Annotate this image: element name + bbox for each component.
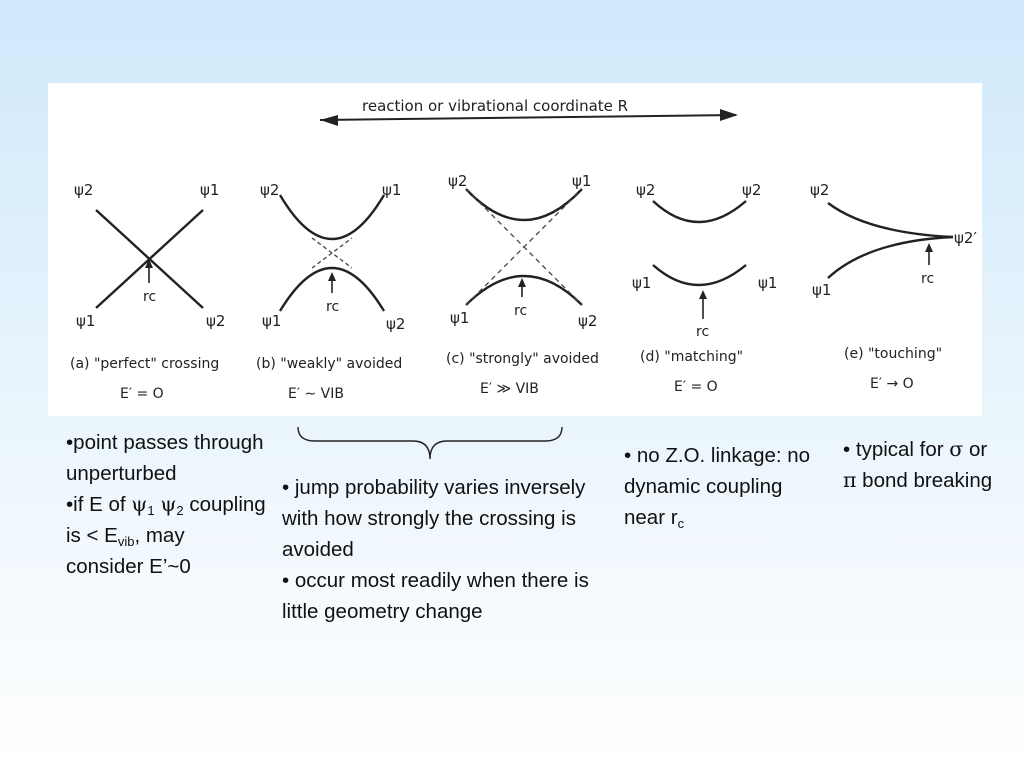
panel-b-right-top-label: ψ1 [382,181,401,199]
panel-c-left-bottom-label: ψ1 [450,309,469,327]
panel-d-marker-label: rc [696,324,709,340]
panel-c-diabatic-dash-2 [465,188,583,306]
note-d-text: • no Z.O. linkage: no dynamic coupling n… [624,444,811,531]
panel-b-upper-curve [278,194,386,241]
panel-a-left-top-label: ψ2 [74,181,93,199]
panel-a-right-top-label: ψ1 [200,181,219,199]
note-a-line-2: •if E of ψ1 ψ2 coupling is < Evib, may c… [66,492,266,578]
panel-c-caption: (c) "strongly" avoided [446,351,599,367]
note-bc-line-2: • occur most readily when there is littl… [282,569,589,623]
panel-c-energy: E′ ≫ VIB [480,381,539,397]
panel-d-lower-curve [652,264,747,287]
panel-c-right-top-label: ψ1 [572,172,591,190]
panel-d-energy: E′ = O [674,379,718,395]
panel-a-left-bottom-label: ψ1 [76,312,95,330]
panel-c-left-top-label: ψ2 [448,172,467,190]
panel-d-left-top-label: ψ2 [636,181,655,199]
panel-d: rc ψ2 ψ2 ψ1 ψ1 (d) "matching" E′ = O [632,181,777,395]
figure-panel: reaction or vibrational coordinate R rc … [48,83,982,416]
panel-c-upper-curve [465,188,583,222]
brace-icon [297,426,563,460]
note-e-text: • typical for σ or π bond breaking [843,437,993,492]
panel-b-right-bottom-label: ψ2 [386,315,405,333]
panel-e-left-top-label: ψ2 [810,181,829,199]
note-avoided-crossing: • jump probability varies inversely with… [282,472,602,627]
panel-a-marker-label: rc [143,289,156,305]
panel-b-caption: (b) "weakly" avoided [256,356,402,372]
panel-b-marker-arrowhead [328,272,336,281]
panel-c: rc ψ2 ψ1 ψ1 ψ2 (c) "strongly" avoided E′… [446,172,599,397]
panel-c-marker-arrowhead [518,278,526,287]
panel-a-right-bottom-label: ψ2 [206,312,225,330]
panel-a-energy: E′ = O [120,386,164,402]
panel-b-energy: E′ ∼ VIB [288,386,344,402]
panel-a-line-psi1-psi1 [95,209,204,309]
panel-e-marker-label: rc [921,271,934,287]
panel-c-lower-curve [465,274,583,306]
axis-right-arrowhead [720,109,738,121]
panel-b-left-top-label: ψ2 [260,181,279,199]
panel-a-marker-arrowhead [145,259,153,268]
panel-e-marker-arrowhead [925,243,933,252]
panel-d-right-top-label: ψ2 [742,181,761,199]
panel-d-caption: (d) "matching" [640,349,743,365]
panel-d-marker-arrowhead [699,290,707,299]
note-matching: • no Z.O. linkage: no dynamic coupling n… [624,440,829,533]
panel-d-right-bottom-label: ψ1 [758,274,777,292]
panel-e-upper-curve [827,202,954,239]
panel-e-caption: (e) "touching" [844,346,942,362]
panel-b-left-bottom-label: ψ1 [262,312,281,330]
panel-e: rc ψ2 ψ2′ ψ1 (e) "touching" E′ → O [810,181,977,392]
panel-e-left-bottom-label: ψ1 [812,281,831,299]
panel-b: rc ψ2 ψ1 ψ1 ψ2 (b) "weakly" avoided E′ ∼… [256,181,405,402]
panel-c-marker-label: rc [514,303,527,319]
axis-left-arrowhead [320,115,338,126]
note-touching: • typical for σ or π bond breaking [843,434,993,496]
panel-e-energy: E′ → O [870,376,914,392]
note-a-line-1: •point passes through unperturbed [66,431,264,485]
panel-b-lower-curve [278,267,386,312]
panel-a: rc ψ2 ψ1 ψ1 ψ2 (a) "perfect" crossing E′… [70,181,225,402]
axis-label: reaction or vibrational coordinate R [362,97,628,115]
panel-a-caption: (a) "perfect" crossing [70,356,219,372]
panel-d-left-bottom-label: ψ1 [632,274,651,292]
panel-b-marker-label: rc [326,299,339,315]
panel-c-right-bottom-label: ψ2 [578,312,597,330]
note-bc-line-1: • jump probability varies inversely with… [282,476,586,561]
panel-b-diabatic-dash-2 [311,237,353,269]
reaction-axis-line [319,114,737,121]
panel-d-upper-curve [652,200,747,224]
note-perfect-crossing: •point passes through unperturbed •if E … [66,427,266,582]
correlation-diagram: reaction or vibrational coordinate R rc … [70,97,977,402]
panel-e-lower-curve [827,235,954,279]
panel-e-right-top-label: ψ2′ [954,229,977,247]
